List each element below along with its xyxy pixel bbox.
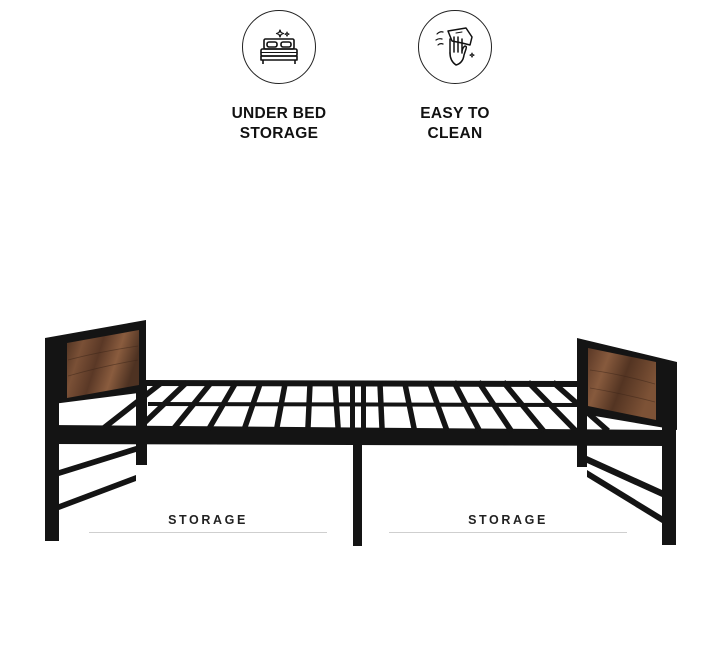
bed-icon [242,10,316,84]
left-headboard-wood [67,330,139,398]
feature-easy-to-clean: EASY TO CLEAN [380,10,530,144]
feature-label-storage: UNDER BED STORAGE [231,105,327,142]
feature-label-clean: EASY TO CLEAN [420,105,490,142]
feature-under-bed-storage: UNDER BED STORAGE [204,10,354,144]
left-front-leg [45,400,59,541]
right-headboard-wood [588,348,656,420]
wiping-hand-icon [418,10,492,84]
metal-bed-illustration [45,320,677,546]
center-leg [353,440,362,546]
storage-divider-left [89,532,327,533]
storage-label-left: STORAGE [168,513,248,527]
storage-divider-right [389,532,627,533]
storage-label-right: STORAGE [468,513,548,527]
right-front-leg [662,420,676,545]
